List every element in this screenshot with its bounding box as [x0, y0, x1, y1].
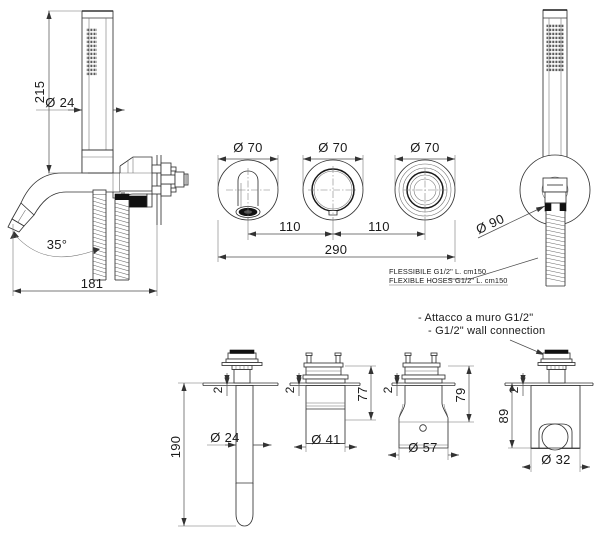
dim-outlet-2-label: 2: [507, 386, 521, 393]
dim-holder-plate-diameter: Ø 90: [474, 205, 546, 239]
shower-head-spray-holes: [86, 28, 97, 76]
mixer-body-port: [419, 424, 427, 432]
dim-plate3-diameter: Ø 70: [394, 140, 456, 188]
dim-valve-2-label: 2: [283, 386, 297, 393]
note-hose-en: FLEXIBLE HOSES G1/2" L. cm150: [389, 276, 508, 285]
mixer-top-stem: [401, 352, 446, 384]
dim-110-left-label: 110: [279, 219, 301, 234]
dim-spacing-left: 110: [247, 217, 334, 240]
dim-110-right-label: 110: [368, 219, 390, 234]
flexible-hose-left: [92, 189, 107, 281]
dim-valve-plate-thickness: 2: [283, 373, 306, 396]
note-wall-it: - Attacco a muro G1/2": [418, 312, 533, 324]
dim-plate3-label: Ø 70: [410, 140, 439, 155]
flexible-hose-right: [114, 193, 130, 281]
dim-valve-height: 77: [345, 365, 376, 421]
dim-mixer-plate-thickness: 2: [381, 373, 405, 396]
dim-outlet-plate-thickness: 2: [505, 373, 531, 396]
dim-plate1-diameter: Ø 70: [217, 140, 279, 188]
wall-plate-side: [151, 155, 189, 225]
dim-mixer-height: 79: [448, 365, 474, 423]
outlet-port-circle: [541, 423, 569, 451]
valve-top-stem: [302, 352, 349, 384]
note-wall-en: - G1/2" wall connection: [428, 325, 545, 337]
dim-spout-tube-diameter: Ø 24: [207, 430, 272, 448]
hose-coil-left: [92, 195, 107, 281]
view-side-elevation: 215 Ø 24 35° 181: [7, 10, 189, 296]
spout-tube: [235, 385, 254, 527]
view-outlet-detail: 2 89 Ø 32: [496, 339, 594, 472]
dim-d41-label: Ø 41: [311, 432, 340, 447]
holder-hose-coil: [545, 211, 566, 287]
outlet-top-cap: [537, 349, 576, 384]
holder-bracket: [542, 177, 568, 212]
dim-290-label: 290: [325, 242, 348, 257]
dim-d57-label: Ø 57: [408, 440, 437, 455]
dim-outlet-height: 89: [496, 382, 531, 449]
dim-outlet-diameter: Ø 32: [522, 448, 590, 472]
outlet-body: [530, 385, 581, 451]
dim-mixer-2-label: 2: [381, 386, 395, 393]
dim-35deg-label: 35°: [47, 237, 68, 252]
view-shower-holder: Ø 90: [474, 9, 591, 287]
dim-spacing-right: 110: [333, 217, 426, 240]
note-wall-connection: - Attacco a muro G1/2" - G1/2" wall conn…: [418, 312, 545, 337]
dim-handshower-length: 215: [32, 10, 113, 174]
valve-body: [305, 385, 346, 444]
note-flexible-hoses: FLESSIBILE G1/2" L. cm150 FLEXIBLE HOSES…: [389, 257, 539, 286]
outlet-leader: [509, 339, 546, 356]
spout-arm-side: [7, 172, 114, 233]
view-spout-detail: 190 2 Ø 24: [168, 349, 279, 527]
dim-89-label: 89: [496, 408, 511, 423]
dim-spout-d24-label: Ø 24: [210, 430, 239, 445]
plate-mixer-front: [302, 159, 364, 221]
dim-190-label: 190: [168, 436, 183, 459]
dim-215-label: 215: [32, 81, 47, 104]
dim-total-width: 290: [217, 220, 456, 262]
handshower-side: [81, 10, 114, 174]
mixer-body-side: [112, 156, 153, 208]
plate-outlet-front: [394, 159, 456, 221]
view-front-elevation: Ø 70 Ø 70 Ø 70 110 110: [217, 140, 456, 262]
dim-projection: 181: [12, 224, 158, 296]
dim-plate2-label: Ø 70: [318, 140, 347, 155]
view-valve-detail: 2 77 Ø 41: [283, 352, 376, 452]
note-hose-it: FLESSIBILE G1/2" L. cm150: [389, 267, 486, 276]
dim-181-label: 181: [81, 276, 104, 291]
view-mixer-detail: 2 79 Ø 57: [381, 352, 474, 460]
dim-d24-label: Ø 24: [45, 95, 74, 110]
dim-spout-angle: 35°: [10, 231, 100, 258]
dim-mixer-body-diameter: Ø 57: [388, 440, 459, 460]
shower-head-spray-holes-right: [546, 24, 564, 72]
dim-spout-length: 190: [168, 382, 236, 527]
mixer-body: [398, 385, 449, 449]
dim-handshower-diameter: Ø 24: [36, 95, 125, 113]
dim-d90-label: Ø 90: [474, 211, 507, 237]
dim-valve-body-diameter: Ø 41: [294, 432, 357, 452]
dim-plate1-label: Ø 70: [233, 140, 262, 155]
dim-d32-label: Ø 32: [541, 452, 570, 467]
dim-spout-2-label: 2: [211, 386, 225, 393]
dim-plate2-diameter: Ø 70: [302, 140, 364, 188]
dim-79-label: 79: [453, 387, 468, 402]
hose-coil-right: [114, 200, 130, 281]
plate-spout-front: [217, 159, 279, 221]
spout-top-cap: [221, 349, 263, 384]
dim-77-label: 77: [355, 386, 370, 401]
dim-spout-plate-thickness: 2: [211, 373, 232, 396]
